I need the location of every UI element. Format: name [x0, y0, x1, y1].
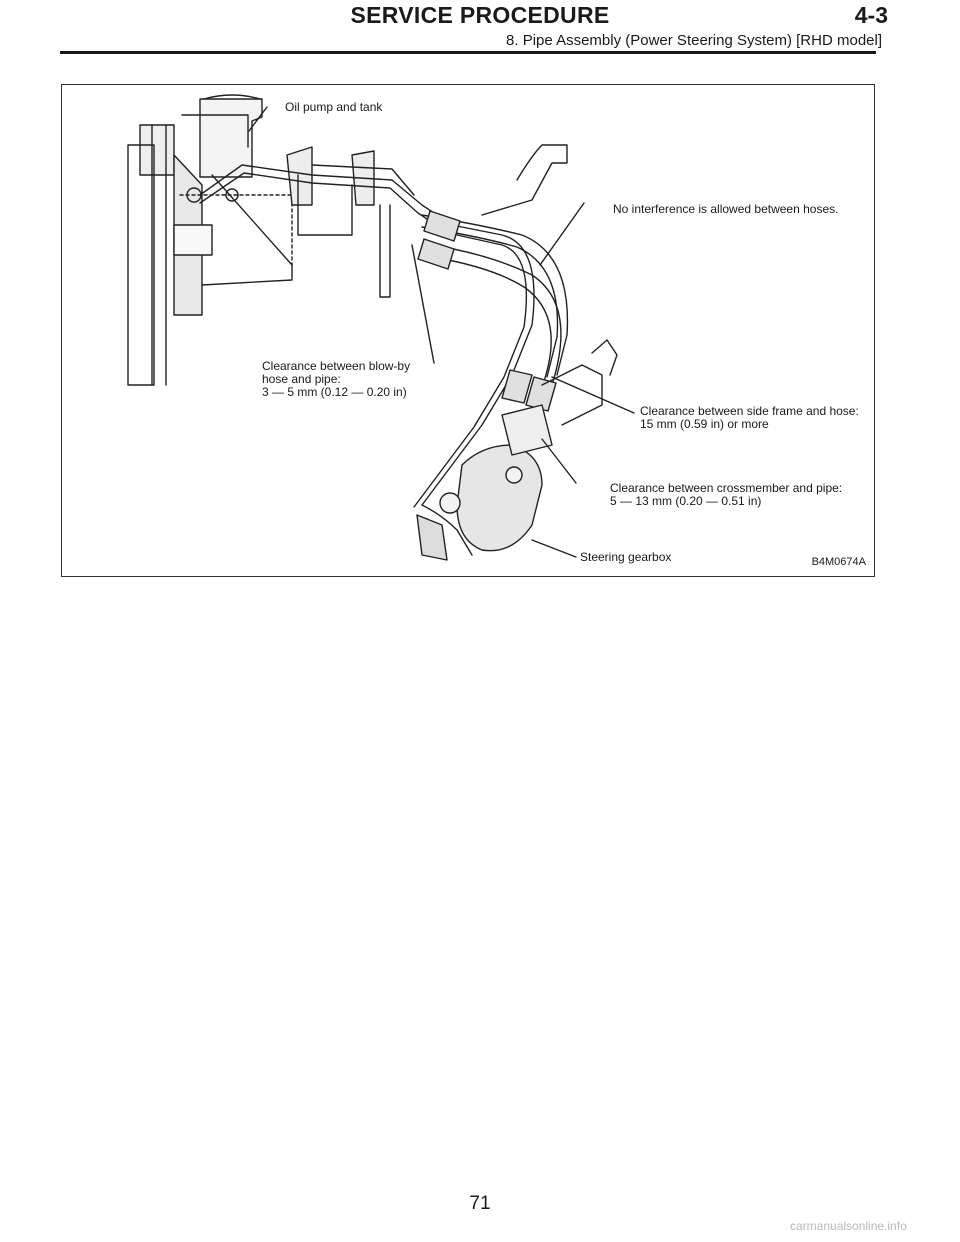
header-rule	[60, 51, 876, 54]
page-number: 71	[469, 1193, 491, 1214]
label-steering-gearbox: Steering gearbox	[580, 550, 672, 564]
section-number: 4-3	[854, 2, 888, 28]
figure-frame: Oil pump and tank No interference is all…	[61, 84, 875, 577]
label-side-frame-line1: Clearance between side frame and hose:	[640, 404, 859, 418]
figure-id: B4M0674A	[811, 556, 866, 568]
label-blowby-line1: Clearance between blow-by	[262, 359, 411, 373]
label-no-interference: No interference is allowed between hoses…	[613, 202, 839, 216]
label-blowby-line3: 3 — 5 mm (0.12 — 0.20 in)	[262, 385, 407, 399]
label-side-frame-line2: 15 mm (0.59 in) or more	[640, 417, 769, 431]
label-crossmember-line1: Clearance between crossmember and pipe:	[610, 481, 843, 495]
page-title: SERVICE PROCEDURE	[350, 2, 610, 28]
label-oil-pump: Oil pump and tank	[285, 100, 383, 114]
label-crossmember-line2: 5 — 13 mm (0.20 — 0.51 in)	[610, 494, 762, 508]
watermark: carmanualsonline.info	[790, 1219, 907, 1233]
page-subtitle: 8. Pipe Assembly (Power Steering System)…	[506, 32, 882, 49]
pipe-assembly-illustration	[127, 94, 635, 561]
label-blowby-line2: hose and pipe:	[262, 372, 341, 386]
